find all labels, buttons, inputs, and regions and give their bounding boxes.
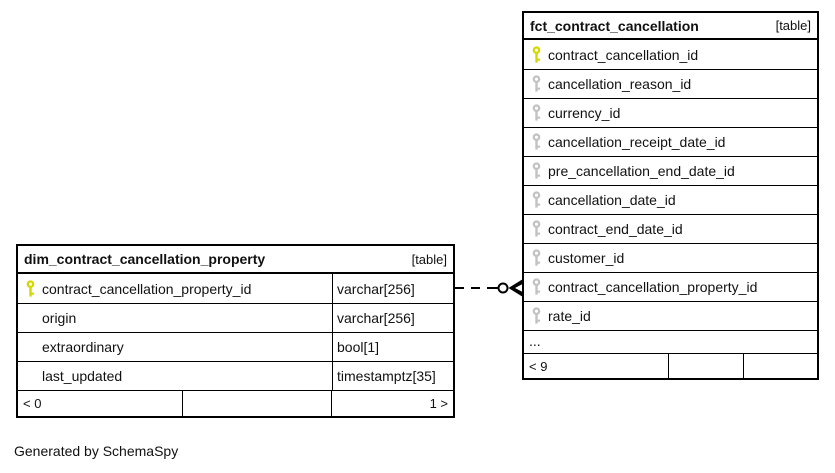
- column-name: rate_id: [548, 308, 591, 324]
- table-row: extraordinary bool[1]: [18, 332, 453, 361]
- relationship-connector: [455, 279, 523, 297]
- foreign-key-icon: [524, 191, 548, 209]
- table-title[interactable]: dim_contract_cancellation_property: [24, 251, 266, 267]
- table-row: origin varchar[256]: [18, 303, 453, 332]
- column-name: contract_cancellation_id: [548, 46, 699, 63]
- table-node-fct-contract-cancellation: fct_contract_cancellation [table] contra…: [522, 11, 819, 380]
- foreign-key-icon: [524, 75, 548, 93]
- column-name: customer_id: [548, 250, 625, 266]
- column-name: contract_end_date_id: [548, 221, 683, 237]
- table-row: contract_cancellation_id: [524, 40, 817, 69]
- column-name: origin: [42, 310, 77, 326]
- footer-empty-cell: [668, 354, 743, 378]
- table-row: contract_end_date_id: [524, 214, 817, 243]
- column-name: contract_cancellation_property_id: [42, 280, 252, 297]
- column-name: currency_id: [548, 105, 621, 121]
- table-row: cancellation_reason_id: [524, 69, 817, 98]
- primary-key-icon: [18, 279, 42, 298]
- table-node-dim-contract-cancellation-property: dim_contract_cancellation_property [tabl…: [16, 244, 455, 418]
- column-type: bool[1]: [332, 333, 453, 361]
- table-row: rate_id: [524, 301, 817, 330]
- foreign-key-icon: [524, 162, 548, 180]
- table-header: dim_contract_cancellation_property [tabl…: [18, 246, 453, 274]
- table-title[interactable]: fct_contract_cancellation: [530, 17, 699, 34]
- table-row: last_updated timestamptz[35]: [18, 361, 453, 390]
- column-name: contract_cancellation_property_id: [548, 279, 758, 295]
- table-row: cancellation_receipt_date_id: [524, 127, 817, 156]
- column-name: cancellation_receipt_date_id: [548, 134, 726, 150]
- column-type: timestamptz[35]: [332, 362, 453, 390]
- table-header: fct_contract_cancellation [table]: [524, 13, 817, 40]
- foreign-key-icon: [524, 133, 548, 151]
- table-footer: < 9: [524, 353, 817, 378]
- foreign-key-icon: [524, 104, 548, 122]
- footer-empty-cell: [743, 354, 817, 378]
- foreign-key-icon: [524, 307, 548, 325]
- primary-key-icon: [524, 45, 548, 64]
- footer-child-count: 1 >: [331, 391, 453, 416]
- table-type-tag: [table]: [411, 251, 447, 267]
- table-row: pre_cancellation_end_date_id: [524, 156, 817, 185]
- generator-credit: Generated by SchemaSpy: [14, 443, 179, 459]
- column-name: extraordinary: [42, 339, 124, 355]
- footer-parent-count: < 9: [529, 358, 548, 374]
- footer-empty-cell: [182, 391, 331, 416]
- column-name: cancellation_date_id: [548, 192, 676, 208]
- table-type-tag: [table]: [775, 18, 811, 33]
- table-footer: < 0 1 >: [18, 390, 453, 416]
- foreign-key-icon: [524, 220, 548, 238]
- foreign-key-icon: [524, 278, 548, 296]
- footer-parent-count: < 0: [23, 396, 42, 411]
- foreign-key-icon: [524, 249, 548, 267]
- column-type: varchar[256]: [332, 304, 453, 332]
- hidden-columns-ellipsis: ...: [524, 330, 817, 353]
- column-type: varchar[256]: [332, 274, 453, 303]
- column-name: pre_cancellation_end_date_id: [548, 163, 735, 179]
- zero-or-one-circle-icon: [497, 282, 509, 294]
- table-row-relationship-source: contract_cancellation_property_id varcha…: [18, 274, 453, 303]
- crow-foot-many-icon: [508, 279, 523, 297]
- column-name: last_updated: [42, 368, 123, 384]
- table-row-relationship-target: contract_cancellation_property_id: [524, 272, 817, 301]
- table-row: cancellation_date_id: [524, 185, 817, 214]
- table-row: currency_id: [524, 98, 817, 127]
- column-name: cancellation_reason_id: [548, 76, 692, 92]
- table-row: customer_id: [524, 243, 817, 272]
